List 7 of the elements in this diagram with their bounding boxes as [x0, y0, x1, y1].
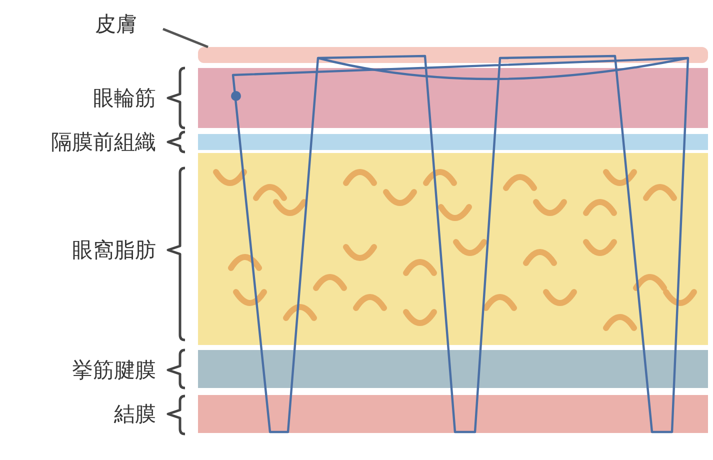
layer-label: 結膜 — [114, 402, 156, 426]
layer-label: 挙筋腱膜 — [72, 358, 156, 382]
layer-label: 皮膚 — [95, 12, 137, 38]
layer-label: 隔膜前組織 — [51, 130, 156, 154]
leader-line — [162, 28, 208, 48]
layer-label: 眼輪筋 — [93, 86, 156, 110]
layer-label: 眼窩脂肪 — [72, 238, 156, 262]
